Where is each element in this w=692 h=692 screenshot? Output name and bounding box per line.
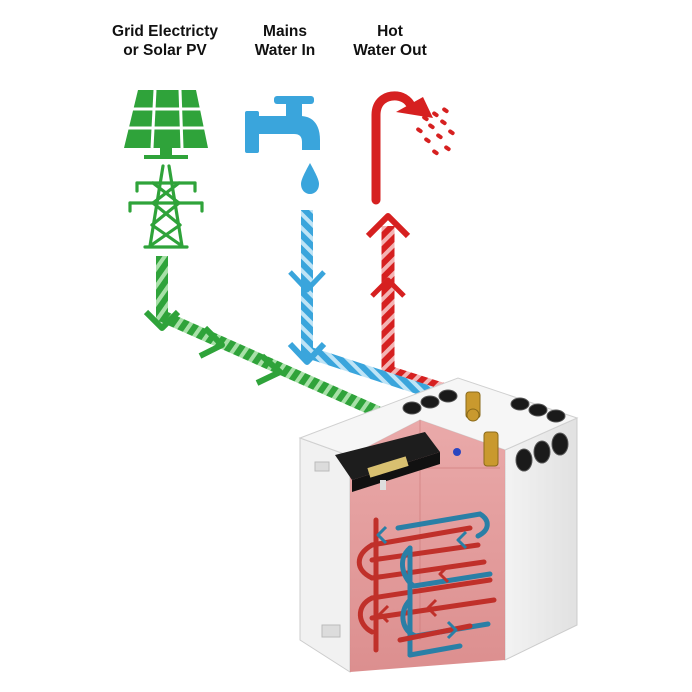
hot-water-flow-arrow [365, 213, 447, 397]
water-drop-icon [301, 163, 319, 194]
label-hot-line1: Hot [377, 23, 403, 40]
electricity-flow-arrow [143, 256, 381, 418]
tank-interior [350, 420, 505, 672]
connection-ports [402, 389, 569, 472]
brass-pipe-fittings [465, 391, 499, 467]
solar-panel-icon [124, 89, 208, 159]
heat-exchanger-coils [356, 511, 497, 658]
label-grid-line1: Grid Electricty [112, 23, 218, 40]
control-electronics-box [335, 432, 440, 492]
shower-head-icon [371, 91, 455, 205]
label-mains-line1: Mains [263, 23, 307, 40]
pylon-icon [128, 164, 204, 249]
water-heater-unit [298, 377, 579, 673]
water-tap-icon [245, 96, 320, 153]
label-mains-water: Mains Water In [235, 22, 335, 60]
label-hot-line2: Water Out [353, 42, 427, 59]
label-hot-water: Hot Water Out [340, 22, 440, 60]
label-grid-line2: or Solar PV [123, 42, 207, 59]
label-grid-electricity: Grid Electricty or Solar PV [95, 22, 235, 60]
label-mains-line2: Water In [254, 42, 316, 59]
coil-flow-arrows [376, 525, 468, 640]
